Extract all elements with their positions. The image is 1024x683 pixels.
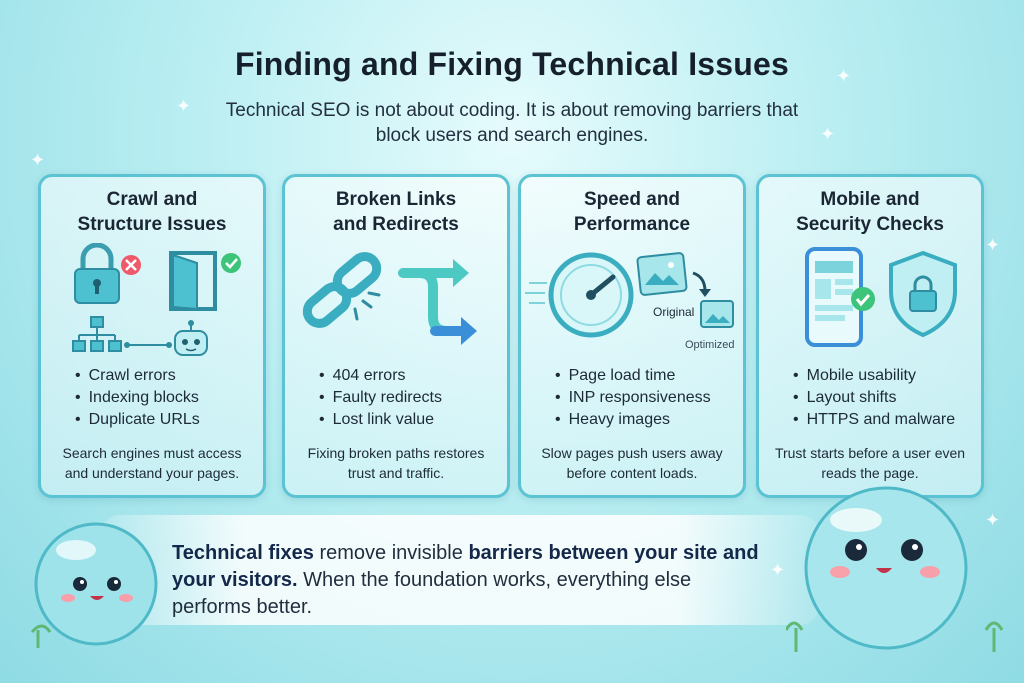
card-list: Crawl errors Indexing blocks Duplicate U… [75,365,200,431]
list-item: 404 errors [319,365,442,387]
card-mobile-security: Mobile and Security Checks Mobile usab [756,174,984,498]
card-title: Speed and Performance [573,189,691,235]
arrow-icon [692,271,707,292]
card-broken-links: Broken Links and Redirects 404 errors Fa… [282,174,510,498]
original-image-label: Original [653,305,695,319]
card-title: Crawl and Structure Issues [77,189,227,235]
sparkle-icon: ✦ [176,96,192,116]
card-list: Mobile usability Layout shifts HTTPS and… [793,365,956,431]
card-title: Broken Links and Redirects [333,189,459,235]
sparkle-icon: ✦ [820,124,836,144]
image-icon [700,300,734,328]
open-door-icon [169,251,217,311]
card-icons [759,243,981,363]
shield-lock-icon [889,250,957,338]
list-item: Duplicate URLs [75,409,200,431]
card-list: 404 errors Faulty redirects Lost link va… [319,365,442,431]
card-speed-performance: Speed and Performance Original [518,174,746,498]
list-item: HTTPS and malware [793,409,956,431]
image-icon [636,252,688,296]
list-item: Indexing blocks [75,387,200,409]
list-item: Mobile usability [793,365,955,387]
error-x-icon [121,255,141,275]
page-subtitle: Technical SEO is not about coding. It is… [225,100,799,146]
page-title: Finding and Fixing Technical Issues [234,46,790,82]
bubble-mascot-left-icon [30,522,158,648]
card-list: Page load time INP responsiveness Heavy … [555,365,711,431]
lock-icon [74,242,120,304]
sparkle-icon: ✦ [30,150,46,170]
smartphone-icon [805,247,863,347]
speedometer-icon [525,252,634,338]
redirect-arrows-icon [398,259,477,345]
card-note: Trust starts before a user even reads th… [774,445,966,481]
card-icons: Original Optimized [521,243,743,363]
sparkle-icon: ✦ [985,510,1001,530]
card-icons [41,242,263,363]
card-note: Search engines must access and understan… [62,445,242,481]
list-item: Faulty redirects [319,387,442,409]
optimized-image-label: Optimized [685,339,735,351]
card-icons [285,243,507,363]
check-icon [221,253,241,273]
list-item: Page load time [555,365,711,387]
sitemap-icon [72,316,122,352]
summary-banner [100,515,820,625]
robot-icon [174,320,208,356]
broken-link-icon [302,252,382,328]
card-crawl-structure: Crawl and Structure Issues [38,174,266,498]
bubble-mascot-right-icon [786,486,1004,652]
list-item: Layout shifts [793,387,955,409]
sparkle-icon: ✦ [985,235,1001,255]
list-item: Lost link value [319,409,442,431]
list-item: INP responsiveness [555,387,711,409]
summary-text: Technical fixes remove invisible barrier… [172,542,759,618]
card-title: Mobile and Security Checks [796,189,944,235]
sparkle-icon: ✦ [836,66,852,86]
list-item: Crawl errors [75,365,200,387]
list-item: Heavy images [555,409,711,431]
check-icon [851,287,875,311]
card-note: Fixing broken paths restores trust and t… [307,445,485,481]
card-note: Slow pages push users away before conten… [541,445,723,481]
